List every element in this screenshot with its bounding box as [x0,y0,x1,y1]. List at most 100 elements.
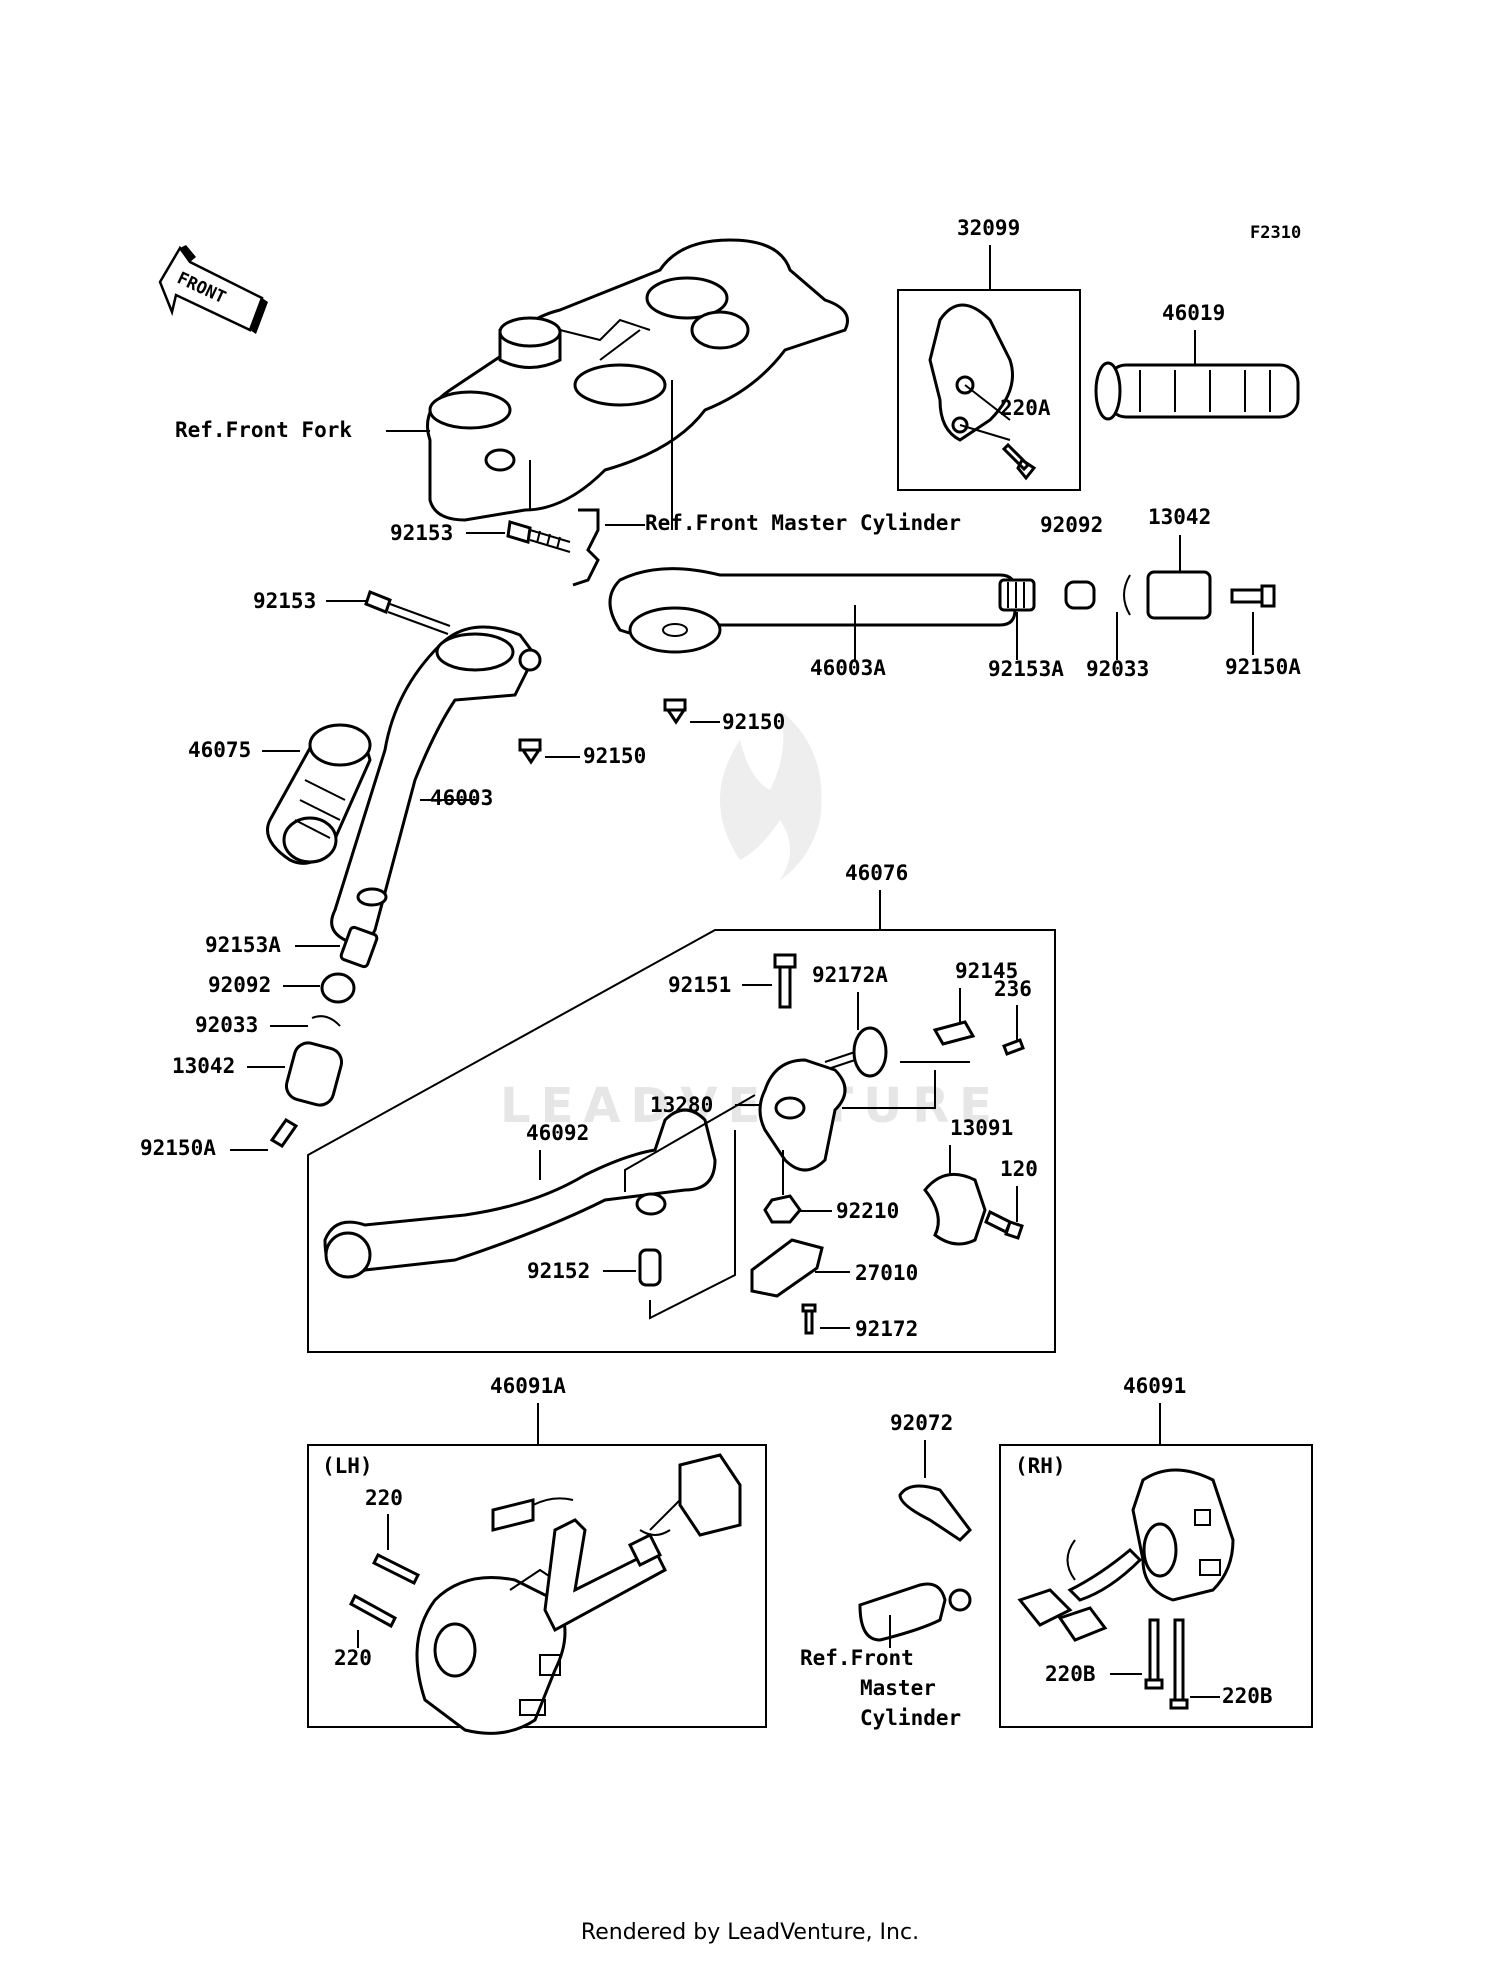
leader-line [959,384,1011,441]
leader-line [649,1130,736,1320]
part-label-46091: 46091 [1123,1374,1186,1398]
part-label-13042-left: 13042 [172,1054,235,1078]
master-cylinder-ref [858,1582,972,1642]
part-label-92150A-left: 92150A [140,1136,216,1160]
box-46091A [307,1444,767,1728]
lever-holder-13280 [758,1058,847,1172]
spring-92145 [932,1020,976,1046]
part-label-92153A-left: 92153A [205,933,281,957]
part-label-46019: 46019 [1162,301,1225,325]
circlip-92033-left [311,1015,341,1027]
part-label-92153A-right: 92153A [988,657,1064,681]
part-label-92172: 92172 [855,1317,918,1341]
part-label-92150-right: 92150 [722,710,785,734]
rh-switch-housing [1017,1468,1235,1642]
part-label-220-top: 220 [365,1486,403,1510]
clamp-13091 [923,1172,987,1246]
lh-switch-housing [415,1453,742,1735]
bolt-92153-left [364,590,451,635]
watermark: LEADVENTURE [500,710,992,1134]
box-32099 [897,289,1081,491]
lh-label: (LH) [322,1454,373,1478]
part-label-92092-right: 92092 [1040,513,1103,537]
part-label-120: 120 [1000,1157,1038,1181]
part-label-27010: 27010 [855,1261,918,1285]
brake-lever-46092 [323,1108,717,1279]
collar-92152 [638,1248,662,1287]
part-label-220-bottom: 220 [334,1646,372,1670]
bolt-120 [984,1209,1024,1240]
part-label-92153-left: 92153 [253,589,316,613]
ref-fmc-line3: Cylinder [860,1706,961,1730]
grip-46075 [266,723,372,865]
front-arrow-icon: FRONT [158,245,268,334]
plug-92153A-left [339,925,379,969]
part-label-92092-left: 92092 [208,973,271,997]
top-bridge [426,238,849,522]
bolt-220A [1001,442,1037,481]
bolt-92151 [773,953,797,1009]
ref-fmc-line1: Ref.Front [800,1646,914,1670]
ref-front-fork-label: Ref.Front Fork [175,418,352,442]
nut-92210 [763,1194,802,1224]
part-label-46092: 46092 [526,1121,589,1145]
screw-220-top [371,1552,421,1586]
part-label-46091A: 46091A [490,1374,566,1398]
rubber-92092-left [320,972,356,1004]
bolt-92153-upper [506,520,571,553]
part-label-46076: 46076 [845,861,908,885]
part-label-92210: 92210 [836,1199,899,1223]
rh-label: (RH) [1015,1454,1066,1478]
handlebar-left [330,625,542,945]
part-label-236: 236 [994,977,1032,1001]
leader-line [1016,612,1254,660]
ref-fmc-line2: Master [860,1676,936,1700]
bolt-92150A-left [269,1117,299,1149]
part-label-46003: 46003 [430,786,493,810]
part-label-220B-2: 220B [1222,1684,1273,1708]
part-label-92033-right: 92033 [1086,657,1149,681]
clamp-band-92072 [898,1484,972,1542]
switch-27010 [750,1238,824,1298]
leader-line [842,1061,970,1109]
rubber-92092-right [1064,580,1096,610]
throttle-grip [1094,361,1300,421]
part-label-92150-left: 92150 [583,744,646,768]
box-46076 [307,929,1056,1353]
bolt-92150A-right [1230,584,1276,608]
part-label-220B-1: 220B [1045,1662,1096,1686]
part-label-92150A-right: 92150A [1225,655,1301,679]
part-label-13042-right: 13042 [1148,505,1211,529]
box-46091 [999,1444,1313,1728]
part-label-92033-left: 92033 [195,1013,258,1037]
part-label-92145: 92145 [955,959,1018,983]
bolts-220B [1144,1618,1189,1710]
plug-92153A-right [998,578,1036,612]
part-label-13091: 13091 [950,1116,1013,1140]
footer-credit: Rendered by LeadVenture, Inc. [580,1920,920,1945]
screw-92172 [801,1303,817,1335]
screw-92150-left [518,738,542,765]
part-label-92152: 92152 [527,1259,590,1283]
part-label-92072: 92072 [890,1411,953,1435]
part-label-46003A: 46003A [810,656,886,680]
screw-92150-right [663,698,687,725]
part-label-92172A: 92172A [812,963,888,987]
part-label-92153-upper: 92153 [390,521,453,545]
handlebar-right [608,567,1017,654]
leader-line [624,1094,756,1192]
circlip-92033-right [1123,574,1131,616]
ref-master-cylinder-label: Ref.Front Master Cylinder [645,511,961,535]
bracket [572,508,600,587]
adjuster-92172A [824,1026,888,1078]
part-label-92151: 92151 [668,973,731,997]
part-label-32099: 32099 [957,216,1020,240]
part-label-46075: 46075 [188,738,251,762]
screw-236 [1002,1038,1025,1056]
weight-13042-right [1146,570,1212,620]
weight-13042-left [284,1041,344,1107]
part-label-220A: 220A [1000,396,1051,420]
screw-220-bottom [349,1593,397,1629]
diagram-code: F2310 [1250,223,1301,243]
